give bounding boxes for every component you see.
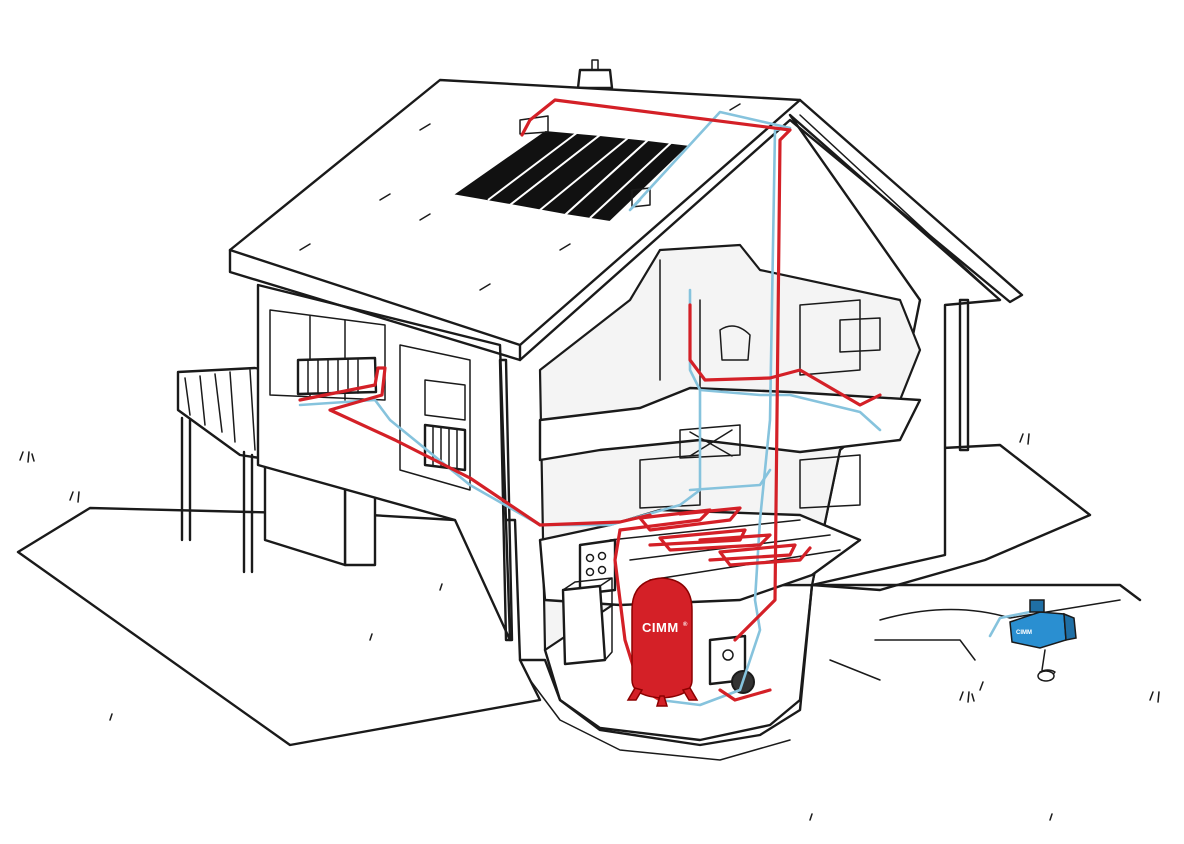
cold-water-pipes: [298, 110, 1032, 707]
pump-brand-label: CIMM: [1016, 630, 1032, 636]
solar-panel-icon: [449, 115, 693, 224]
meter-box-icon: [708, 634, 755, 694]
boiler-icon: [561, 577, 613, 666]
water-tank-icon: CIMM ®: [626, 577, 699, 707]
tank-brand-mark: ®: [683, 621, 688, 628]
tank-brand-label: CIMM: [642, 620, 679, 635]
downpipe: [498, 298, 970, 642]
water-pump-icon: CIMM: [1009, 599, 1077, 682]
